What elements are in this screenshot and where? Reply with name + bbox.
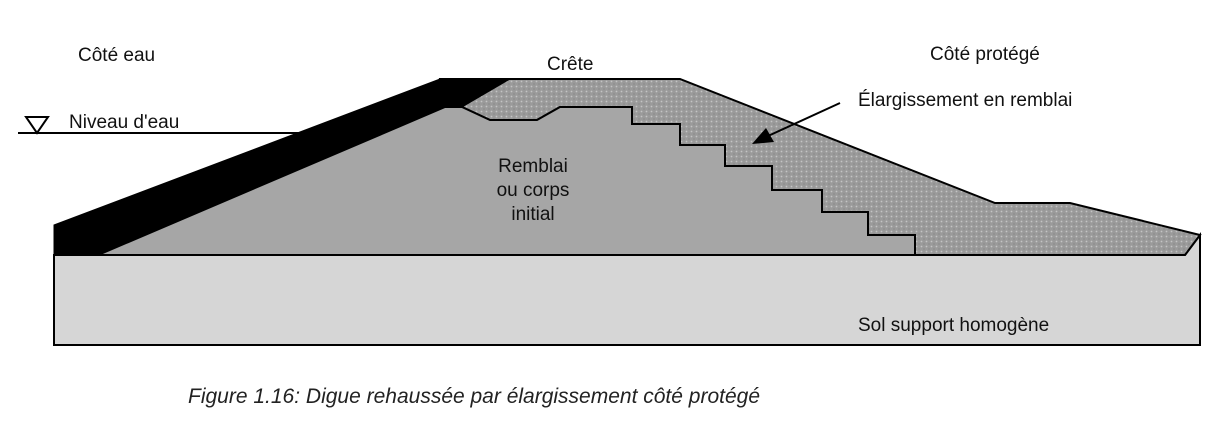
widening-arrow bbox=[752, 102, 841, 144]
water-level-label: Niveau d'eau bbox=[69, 112, 179, 133]
arrow-shaft bbox=[767, 102, 841, 137]
crest-label: Crête bbox=[547, 54, 593, 75]
water-side-label: Côté eau bbox=[78, 45, 155, 66]
widening-label: Élargissement en remblai bbox=[858, 90, 1072, 111]
core-label-line3: initial bbox=[511, 204, 554, 225]
core-label-line1: Remblai bbox=[498, 156, 568, 177]
water-level-triangle-icon bbox=[24, 116, 50, 135]
water-side-revetment bbox=[53, 78, 512, 256]
initial-core bbox=[97, 106, 916, 256]
water-level-marker bbox=[18, 116, 315, 135]
arrow-head-icon bbox=[752, 128, 774, 144]
foundation-label: Sol support homogène bbox=[858, 315, 1049, 336]
figure-caption: Figure 1.16: Digue rehaussée par élargis… bbox=[188, 385, 760, 408]
core-label-line2: ou corps bbox=[497, 180, 570, 201]
protected-side-label: Côté protégé bbox=[930, 44, 1040, 65]
